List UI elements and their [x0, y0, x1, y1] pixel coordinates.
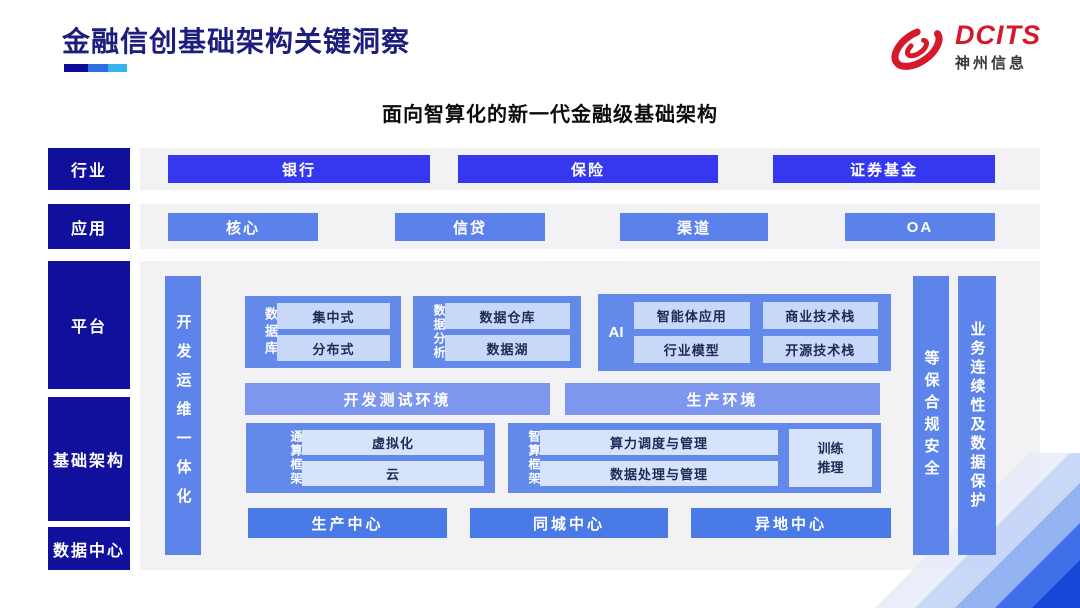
business-continuity-bar: 业务连续性及数据保护: [958, 276, 996, 555]
logo-company-name: 神州信息: [955, 54, 1028, 72]
app-item-channel: 渠道: [620, 213, 768, 241]
data-analysis-group-label: 数据分析: [432, 304, 446, 360]
dev-test-env-bar: 开发测试环境: [245, 383, 550, 415]
ai-item-industry-model: 行业模型: [634, 336, 750, 363]
intelligent-item-dataproc: 数据处理与管理: [540, 461, 778, 486]
intelligent-item-scheduling: 算力调度与管理: [540, 430, 778, 455]
corner-decoration: [875, 453, 1080, 608]
ai-item-opensource: 开源技术栈: [762, 336, 878, 363]
ai-item-agent-app: 智能体应用: [634, 302, 750, 329]
logo-text: DCITS 神州信息: [955, 19, 1041, 73]
layer-label-application: 应用: [48, 204, 130, 249]
database-item-distributed: 分布式: [277, 335, 390, 361]
general-item-cloud: 云: [302, 461, 484, 486]
general-item-virtualization: 虚拟化: [302, 430, 484, 455]
analysis-item-warehouse: 数据仓库: [445, 303, 570, 329]
ai-group: AI 智能体应用 商业技术栈 行业模型 开源技术栈: [598, 294, 891, 371]
industry-item-bank: 银行: [168, 155, 430, 183]
database-item-centralized: 集中式: [277, 303, 390, 329]
logo-brand: DCITS: [955, 19, 1041, 50]
intelligent-compute-label: 智算框架: [527, 430, 541, 486]
intelligent-compute-group: 智算框架 算力调度与管理 数据处理与管理 训练推理: [508, 423, 881, 493]
layer-label-industry: 行业: [48, 148, 130, 190]
general-compute-group: 通算框架 虚拟化 云: [246, 423, 495, 493]
industry-row: 银行 保险 证券基金: [140, 148, 1040, 190]
app-item-core: 核心: [168, 213, 318, 241]
app-item-oa: OA: [845, 213, 995, 241]
security-compliance-label: 等保合规安全: [922, 349, 940, 482]
center-remote: 异地中心: [691, 508, 891, 538]
center-production: 生产中心: [248, 508, 447, 538]
title-underline: [64, 64, 127, 72]
application-row: 核心 信贷 渠道 OA: [140, 204, 1040, 249]
layer-label-infrastructure: 基础架构: [48, 397, 130, 521]
intelligent-compute-items: 算力调度与管理 数据处理与管理: [540, 423, 789, 493]
layer-label-datacenter: 数据中心: [48, 527, 130, 570]
business-continuity-label: 业务连续性及数据保护: [968, 320, 986, 511]
data-analysis-group: 数据分析 数据仓库 数据湖: [413, 296, 581, 368]
production-env-bar: 生产环境: [565, 383, 880, 415]
layer-label-platform: 平台: [48, 261, 130, 389]
app-item-credit: 信贷: [395, 213, 545, 241]
database-group: 数据库 集中式 分布式: [245, 296, 401, 368]
ai-item-commercial: 商业技术栈: [762, 302, 878, 329]
architecture-panel: 开发运维一体化 数据库 集中式 分布式 数据分析 数据仓库 数据湖 AI 智能体…: [140, 261, 1040, 570]
swirl-logo-icon: [891, 26, 943, 70]
company-logo: DCITS 神州信息: [888, 16, 1041, 78]
analysis-item-datalake: 数据湖: [445, 335, 570, 361]
general-compute-items: 虚拟化 云: [302, 423, 495, 493]
underline-segment-cyan: [108, 64, 127, 72]
underline-segment-blue: [88, 64, 108, 72]
devops-bar-label: 开发运维一体化: [174, 314, 192, 517]
train-inference-label: 训练推理: [817, 440, 844, 476]
industry-item-insurance: 保险: [458, 155, 718, 183]
ai-group-label: AI: [608, 324, 624, 341]
devops-bar: 开发运维一体化: [165, 276, 201, 555]
ai-items: 智能体应用 商业技术栈 行业模型 开源技术栈: [634, 294, 891, 371]
center-samecity: 同城中心: [470, 508, 668, 538]
data-analysis-items: 数据仓库 数据湖: [445, 296, 581, 368]
diagram-subtitle: 面向智算化的新一代金融级基础架构: [382, 104, 718, 126]
industry-item-securities: 证券基金: [773, 155, 995, 183]
page-title: 金融信创基础架构关键洞察: [62, 26, 411, 57]
underline-segment-dark: [64, 64, 88, 72]
database-group-label: 数据库: [263, 306, 278, 358]
train-inference-box: 训练推理: [789, 429, 872, 487]
database-items: 集中式 分布式: [277, 296, 401, 368]
general-compute-label: 通算框架: [289, 430, 303, 486]
security-compliance-bar: 等保合规安全: [913, 276, 949, 555]
